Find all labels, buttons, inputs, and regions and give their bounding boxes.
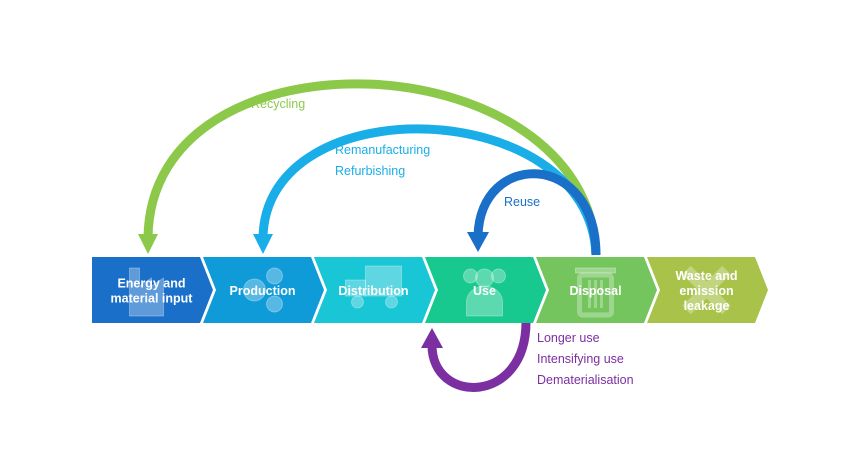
stage-label: Waste and <box>675 269 737 283</box>
stage-chevron <box>203 257 324 323</box>
use-loop-arrow <box>427 321 531 392</box>
dematerialisation-label: Dematerialisation <box>537 373 634 387</box>
stage-label: Distribution <box>338 284 408 298</box>
refurbishing-label: Refurbishing <box>335 164 405 178</box>
stage-label: Use <box>473 284 496 298</box>
stage-distribution: Distribution <box>314 257 435 323</box>
reuse-arrowhead <box>467 232 489 252</box>
users-icon <box>463 268 506 317</box>
stage-disposal: Disposal <box>536 257 657 323</box>
gears-icon <box>243 267 283 313</box>
truck-icon <box>345 265 402 309</box>
factory-icon <box>129 267 164 317</box>
stage-chevron <box>425 257 546 323</box>
recycling-arrow <box>143 79 601 256</box>
stage-label: Energy and <box>117 277 185 291</box>
stage-chevron <box>92 257 213 323</box>
reuse-label: Reuse <box>504 195 540 209</box>
recycling-label: Recycling <box>251 97 305 111</box>
stage-label: Disposal <box>569 284 621 298</box>
use-loop-arrowhead <box>421 328 443 348</box>
stage-use: Use <box>425 257 546 323</box>
stage-chevron <box>314 257 435 323</box>
x-icon <box>682 265 731 315</box>
stage-label: leakage <box>684 299 730 313</box>
stage-chevron <box>647 257 768 323</box>
stage-label: emission <box>679 284 733 298</box>
longer-use-label: Longer use <box>537 331 600 345</box>
trash-icon <box>575 267 616 318</box>
recycling-arrowhead <box>138 234 158 254</box>
intensifying-use-label: Intensifying use <box>537 352 624 366</box>
stage-production: Production <box>203 257 324 323</box>
stage-label: material input <box>111 292 194 306</box>
reuse-arrow <box>473 169 601 256</box>
remanufacturing-arrowhead <box>253 234 273 254</box>
stage-chevron <box>536 257 657 323</box>
remanufacturing-label: Remanufacturing <box>335 143 430 157</box>
stage-label: Production <box>230 284 296 298</box>
